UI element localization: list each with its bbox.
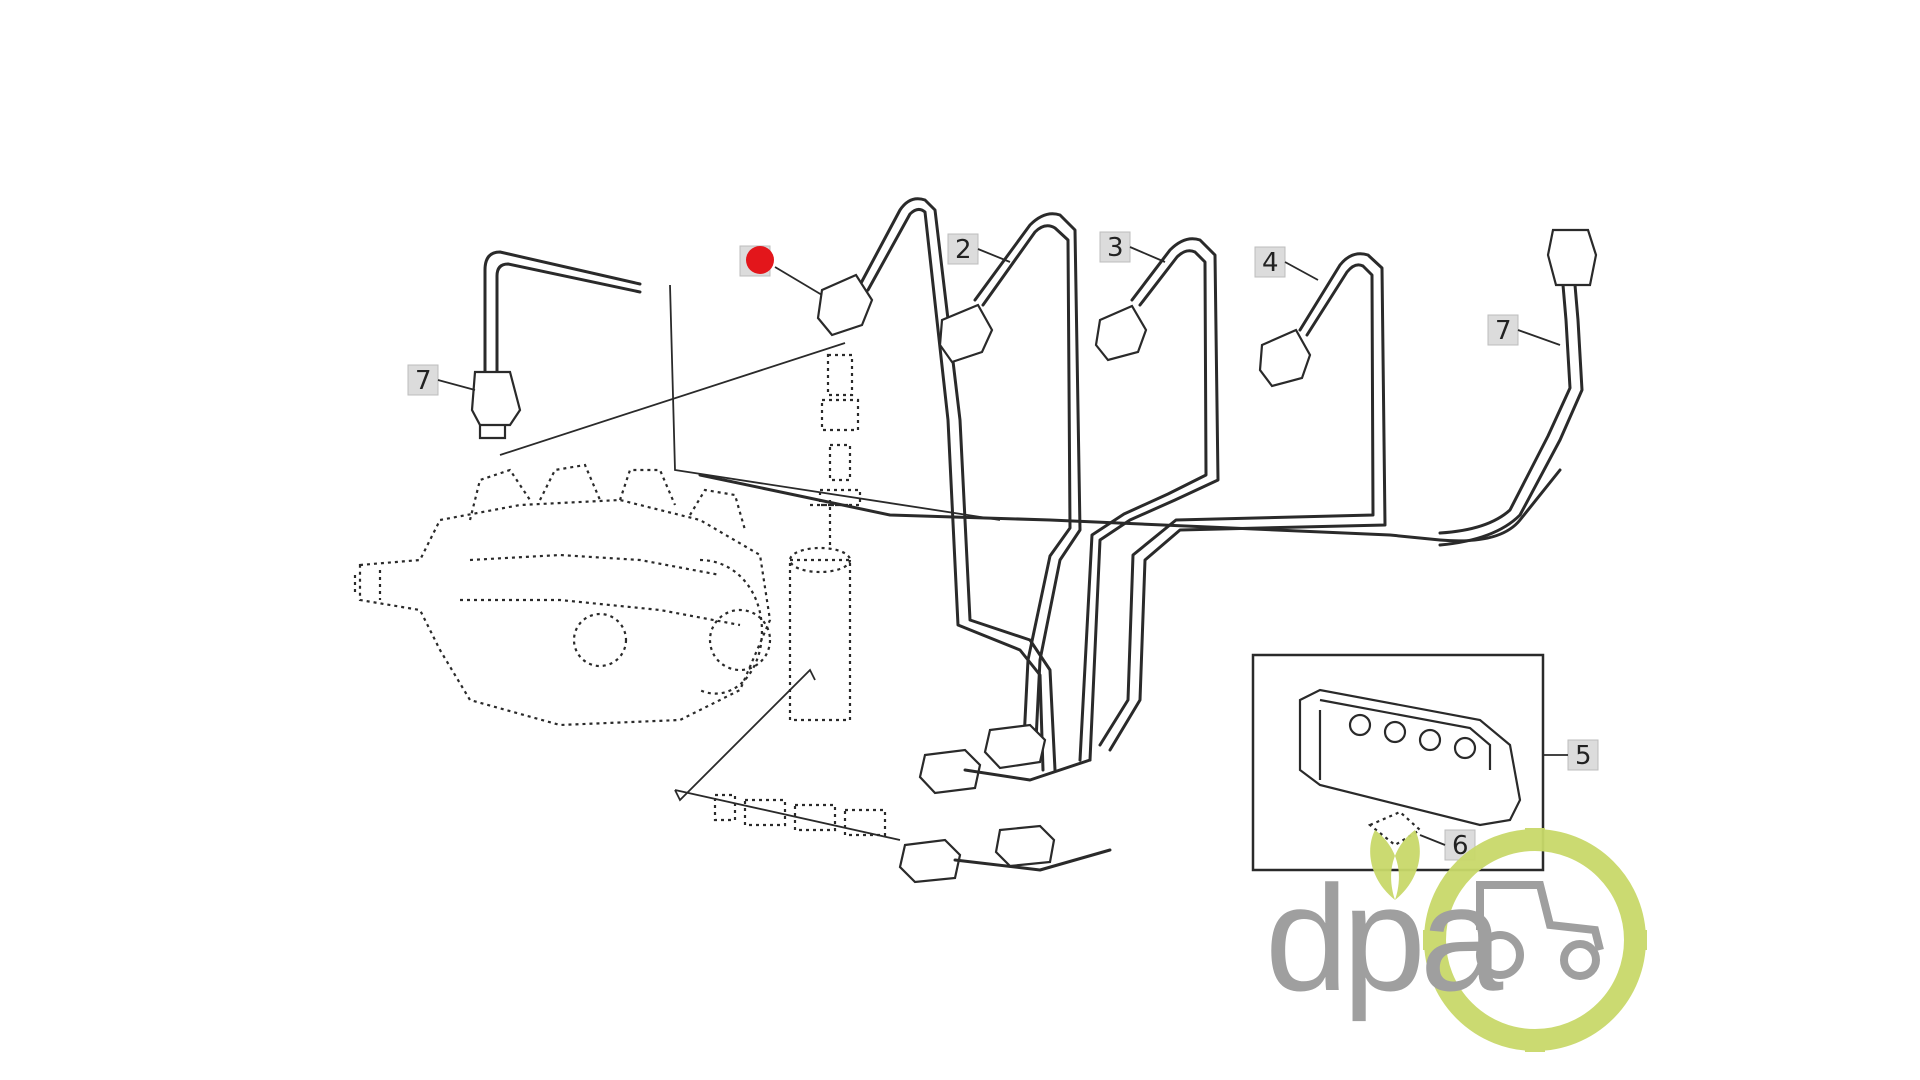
pump-end-fittings — [898, 723, 1112, 884]
dpa-logo: dpa — [1265, 828, 1647, 1052]
injection-pipe-3 — [1078, 237, 1220, 762]
callout-3: 3 — [1099, 231, 1166, 263]
callout-5: 5 — [1543, 739, 1599, 771]
callout-4: 4 — [1254, 246, 1319, 281]
callout-7-right: 7 — [1487, 314, 1561, 346]
injection-pipe-2 — [938, 212, 1082, 762]
callout-label: 2 — [955, 235, 972, 265]
clamp-inset — [1251, 653, 1545, 872]
callout-2: 2 — [947, 233, 1011, 265]
callout-label: 7 — [415, 366, 432, 396]
highlight-marker — [739, 245, 823, 296]
callout-7-left: 7 — [407, 364, 476, 396]
injection-pipe-1 — [816, 197, 1057, 772]
tractor-icon — [1476, 881, 1604, 980]
callout-label: 6 — [1452, 831, 1469, 861]
delivery-valve-stack — [818, 353, 862, 507]
callout-label: 3 — [1107, 233, 1124, 263]
injection-pump — [353, 463, 852, 727]
callout-label: 7 — [1495, 316, 1512, 346]
leaf-icon — [1370, 830, 1420, 900]
callout-label: 4 — [1262, 248, 1279, 278]
callout-label: 5 — [1575, 741, 1592, 771]
injection-pipe-7-right — [1438, 228, 1598, 547]
injection-pipe-7-left — [470, 250, 1562, 543]
logo-text: dpa — [1265, 854, 1504, 1022]
seal-washers — [713, 793, 887, 837]
injection-pipe-4 — [1098, 252, 1387, 752]
